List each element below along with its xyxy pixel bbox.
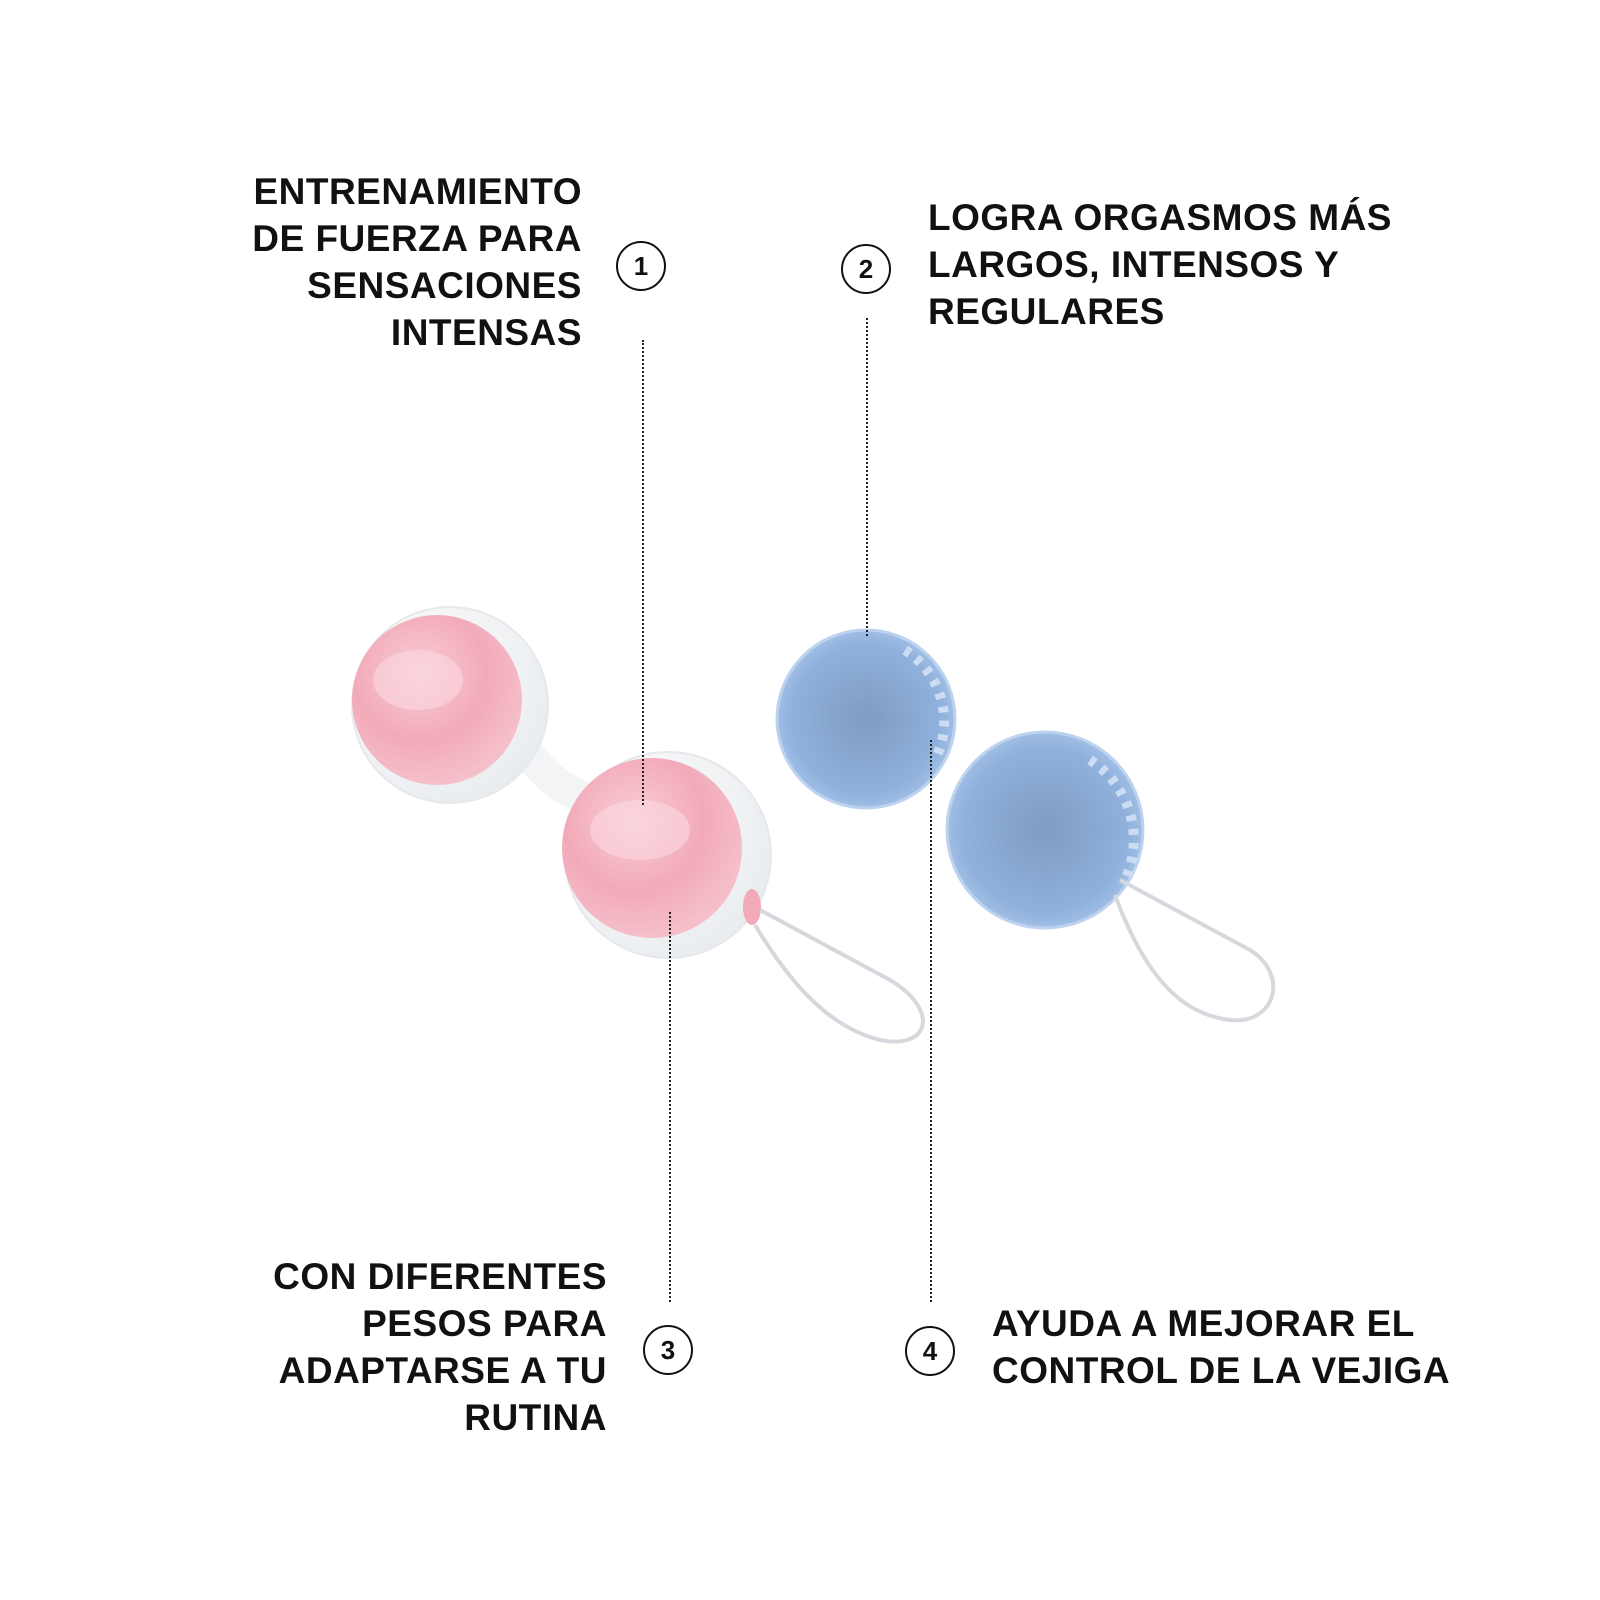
pink-ball-pair (351, 606, 925, 1044)
callout-3-text: CON DIFERENTES PESOS PARA ADAPTARSE A TU… (273, 1256, 607, 1438)
callout-4-text: AYUDA A MEJORAR EL CONTROL DE LA VEJIGA (992, 1303, 1451, 1391)
leader-line-4 (930, 740, 932, 1302)
callout-2-badge: 2 (841, 244, 891, 294)
leader-line-2 (866, 318, 868, 636)
leader-line-3 (669, 912, 671, 1302)
callout-3-badge: 3 (643, 1325, 693, 1375)
blue-balls (775, 628, 1276, 1023)
leader-line-1 (642, 340, 644, 805)
callout-1-text: ENTRENAMIENTO DE FUERZA PARA SENSACIONES… (252, 171, 582, 353)
callout-2-text: LOGRA ORGASMOS MÁS LARGOS, INTENSOS Y RE… (928, 197, 1392, 332)
callout-4-badge: 4 (905, 1326, 955, 1376)
callout-1-badge: 1 (616, 241, 666, 291)
